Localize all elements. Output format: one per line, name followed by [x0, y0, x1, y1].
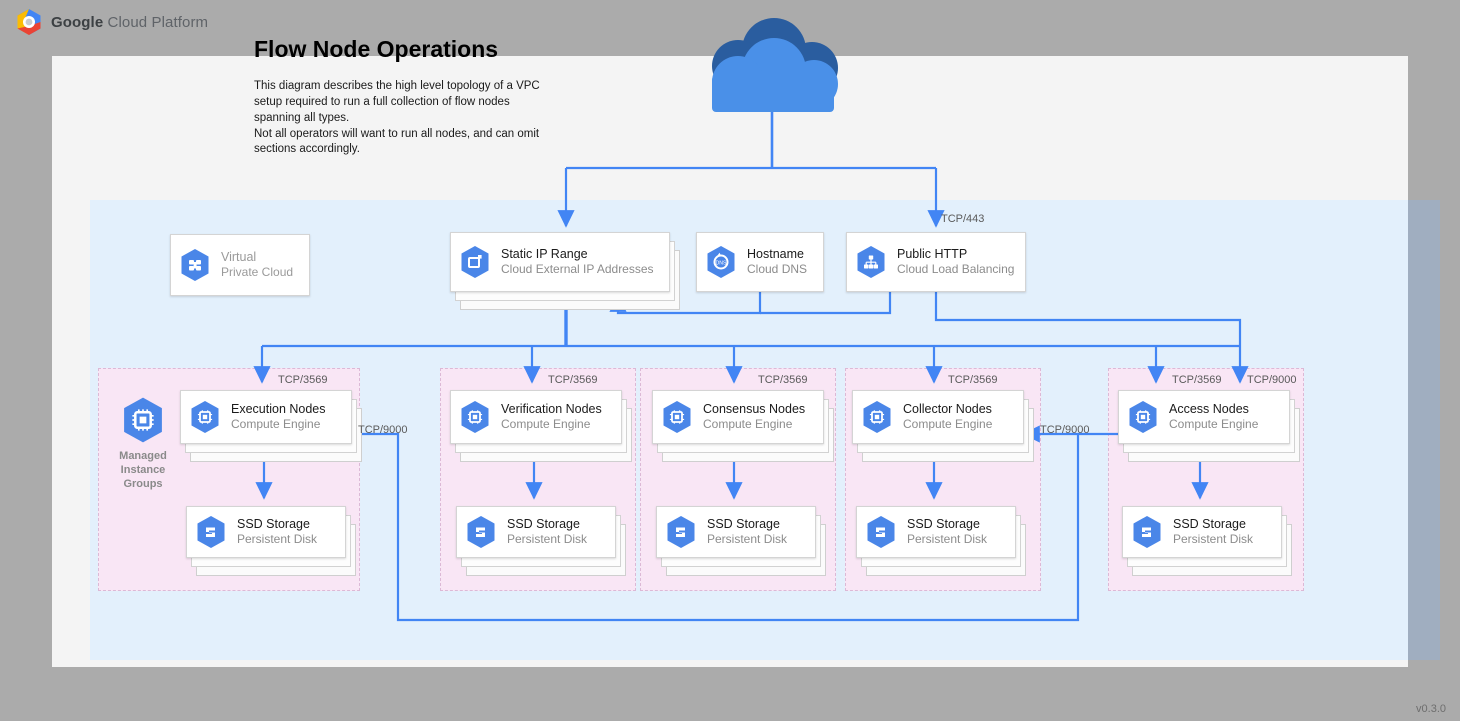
node-card-execution[interactable]: Execution Nodes Compute Engine	[180, 390, 362, 462]
node-card-subtitle: Compute Engine	[1169, 417, 1259, 432]
svg-text:DNS: DNS	[716, 261, 727, 267]
compute-engine-icon	[862, 400, 892, 434]
storage-card-title: SSD Storage	[707, 517, 780, 532]
node-card-consensus[interactable]: Consensus Nodes Compute Engine	[652, 390, 834, 462]
port-label-access-9000: TCP/9000	[1247, 374, 1297, 386]
port-label-execution-9000: TCP/9000	[358, 424, 408, 436]
node-card-title: Collector Nodes	[903, 402, 992, 417]
network-box-title: Hostname	[747, 247, 804, 262]
node-card-subtitle: Compute Engine	[903, 417, 993, 432]
diagram-description: This diagram describes the high level to…	[254, 80, 540, 156]
storage-card-subtitle: Persistent Disk	[907, 532, 988, 547]
page-title: Flow Node Operations	[254, 36, 499, 62]
network-box-vpc[interactable]: Virtual Private Cloud	[170, 234, 310, 296]
cloud-external-ip-icon	[460, 245, 490, 279]
storage-card-title: SSD Storage	[507, 517, 580, 532]
persistent-disk-icon	[196, 515, 226, 549]
gcp-hexagon-logo-icon	[16, 8, 42, 36]
node-card-access[interactable]: Access Nodes Compute Engine	[1118, 390, 1300, 462]
node-card-subtitle: Compute Engine	[231, 417, 321, 432]
node-card-verification[interactable]: Verification Nodes Compute Engine	[450, 390, 632, 462]
cloud-load-balancing-icon	[856, 245, 886, 279]
network-box-subtitle: Cloud External IP Addresses	[501, 262, 654, 277]
network-box-subtitle: Cloud Load Balancing	[897, 262, 1015, 277]
port-label-verification-3569: TCP/3569	[548, 374, 598, 386]
port-label-lb-443: TCP/443	[941, 213, 985, 225]
node-card-subtitle: Compute Engine	[703, 417, 793, 432]
network-box-title: Virtual	[221, 250, 257, 265]
brand-prefix: Google	[51, 13, 104, 31]
port-label-access-3569: TCP/3569	[1172, 374, 1222, 386]
node-card-subtitle: Compute Engine	[501, 417, 591, 432]
storage-card-subtitle: Persistent Disk	[707, 532, 788, 547]
network-box-title: Public HTTP	[897, 247, 968, 262]
network-box-subtitle: Cloud DNS	[747, 262, 808, 277]
node-card-title: Verification Nodes	[501, 402, 602, 417]
node-card-title: Consensus Nodes	[703, 402, 806, 417]
network-box-title: Static IP Range	[501, 247, 588, 262]
storage-card-execution[interactable]: SSD Storage Persistent Disk	[186, 506, 356, 576]
node-card-title: Access Nodes	[1169, 402, 1249, 417]
gcp-brand-bar: Google Cloud Platform	[16, 8, 208, 36]
storage-card-subtitle: Persistent Disk	[237, 532, 318, 547]
gcp-brand-label: Google Cloud Platform	[51, 14, 208, 31]
port-label-consensus-3569: TCP/3569	[758, 374, 808, 386]
port-label-execution-3569: TCP/3569	[278, 374, 328, 386]
cloud-dns-icon: DNS	[706, 245, 736, 279]
storage-card-collector[interactable]: SSD Storage Persistent Disk	[856, 506, 1026, 576]
node-card-title: Execution Nodes	[231, 402, 326, 417]
compute-engine-icon	[190, 400, 220, 434]
persistent-disk-icon	[866, 515, 896, 549]
port-label-collector-9000: TCP/9000	[1040, 424, 1090, 436]
storage-card-subtitle: Persistent Disk	[507, 532, 588, 547]
node-card-collector[interactable]: Collector Nodes Compute Engine	[852, 390, 1034, 462]
compute-engine-icon	[662, 400, 692, 434]
network-box-hostname[interactable]: DNS Hostname Cloud DNS	[696, 232, 824, 292]
virtual-private-cloud-icon	[180, 248, 210, 282]
cloud-icon	[682, 18, 862, 112]
port-label-collector-3569: TCP/3569	[948, 374, 998, 386]
persistent-disk-icon	[1132, 515, 1162, 549]
storage-card-subtitle: Persistent Disk	[1173, 532, 1254, 547]
storage-card-consensus[interactable]: SSD Storage Persistent Disk	[656, 506, 826, 576]
storage-card-access[interactable]: SSD Storage Persistent Disk	[1122, 506, 1292, 576]
managed-instance-groups-caption: Managed Instance Groups	[119, 450, 167, 491]
persistent-disk-icon	[466, 515, 496, 549]
network-box-subtitle: Private Cloud	[221, 265, 294, 280]
managed-instance-groups-icon	[122, 396, 164, 444]
compute-engine-icon	[460, 400, 490, 434]
network-box-public-http[interactable]: Public HTTP Cloud Load Balancing	[846, 232, 1026, 292]
storage-card-title: SSD Storage	[907, 517, 980, 532]
version-label: v0.3.0	[1416, 703, 1446, 715]
storage-card-verification[interactable]: SSD Storage Persistent Disk	[456, 506, 626, 576]
network-box-static-ip-range[interactable]: Static IP Range Cloud External IP Addres…	[450, 232, 680, 310]
vpc-region-overflow	[1408, 200, 1440, 660]
managed-instance-groups: Managed Instance Groups	[108, 396, 178, 491]
brand-suffix: Cloud Platform	[103, 13, 209, 31]
persistent-disk-icon	[666, 515, 696, 549]
storage-card-title: SSD Storage	[1173, 517, 1246, 532]
compute-engine-icon	[1128, 400, 1158, 434]
storage-card-title: SSD Storage	[237, 517, 310, 532]
